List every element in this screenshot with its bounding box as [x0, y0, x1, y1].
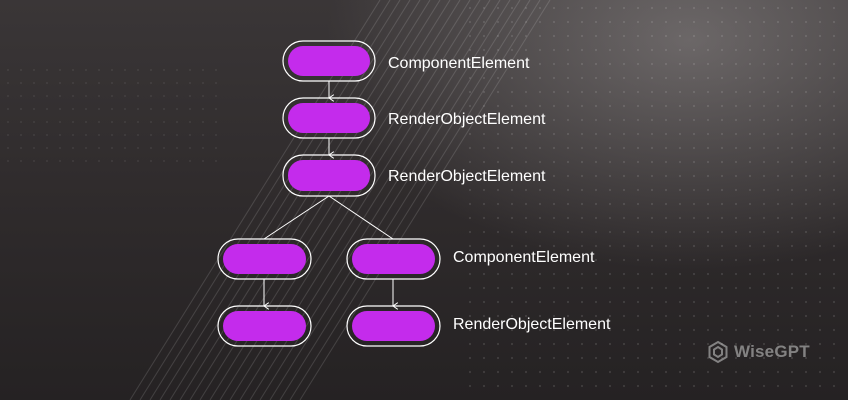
node-root-pill: [288, 46, 370, 76]
node-level2-pill: [288, 103, 370, 133]
label-level3: RenderObjectElement: [388, 168, 546, 185]
wisegpt-logo-icon: [708, 340, 728, 364]
node-root-outline: [282, 40, 376, 82]
node-level2-outline: [282, 97, 376, 139]
tree-edges: [264, 81, 393, 306]
label-right-child: ComponentElement: [453, 249, 595, 266]
node-left-grandchild-pill: [223, 311, 306, 341]
node-right-child-outline: [346, 238, 441, 280]
wisegpt-logo-text: WiseGPT: [734, 342, 810, 361]
node-right-child-pill: [352, 244, 435, 274]
node-right-grandchild-outline: [346, 305, 441, 347]
node-left-grandchild: [217, 305, 312, 347]
node-left-child-pill: [223, 244, 306, 274]
label-level2: RenderObjectElement: [388, 111, 546, 128]
edge-level3-to-left-child: [263, 195, 330, 240]
wisegpt-logo: WiseGPT: [706, 340, 810, 364]
node-level2: [282, 97, 376, 139]
node-right-grandchild: [346, 305, 441, 347]
node-root: [282, 40, 376, 82]
node-left-child: [217, 238, 312, 280]
label-right-grandchild: RenderObjectElement: [453, 316, 611, 333]
node-right-grandchild-pill: [352, 311, 435, 341]
edge-level3-to-right-child: [328, 195, 394, 240]
label-root: ComponentElement: [388, 55, 530, 72]
node-left-child-outline: [217, 238, 312, 280]
node-right-child: [346, 238, 441, 280]
node-level3: [282, 154, 376, 197]
node-left-grandchild-outline: [217, 305, 312, 347]
node-level3-pill: [288, 160, 370, 191]
node-level3-outline: [282, 154, 376, 197]
